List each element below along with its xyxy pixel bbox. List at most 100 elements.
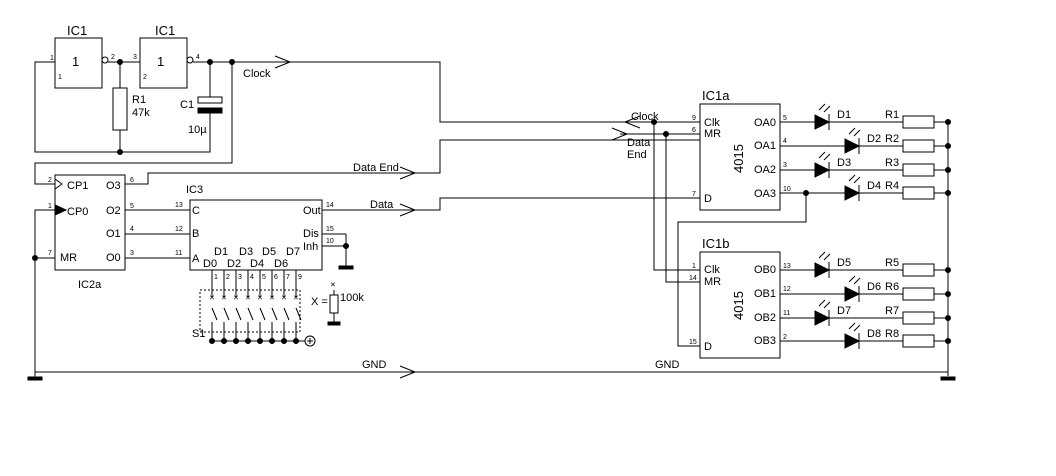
pin-num: 2 (111, 54, 115, 61)
pin-label: O1 (106, 228, 121, 240)
pin-label: OA3 (754, 188, 776, 200)
pin-num: 2 (783, 334, 787, 341)
input-label: D0 (203, 258, 217, 270)
pin-label: Out (303, 205, 321, 217)
resistor-icon (902, 163, 935, 177)
led-row: D7 R7 (780, 299, 951, 326)
pin-num: 1 (58, 74, 62, 81)
pin-num: 2 (143, 74, 147, 81)
pin-num: 13 (175, 202, 183, 209)
net-label-data: Data (370, 199, 394, 211)
pin-label: Clk (704, 117, 720, 129)
led-label: D8 (867, 328, 881, 340)
pin-label: O2 (106, 205, 121, 217)
pin-num: 4 (250, 274, 254, 281)
pin-label: Inh (303, 241, 318, 253)
pin-num: 13 (783, 263, 791, 270)
input-label: D3 (239, 246, 253, 258)
pin-num: 7 (692, 191, 696, 198)
ic3-name: IC3 (186, 184, 203, 196)
ic1-gate2-symbol: 1 (157, 54, 164, 69)
ic1a-shift-register: IC1a 4015 Clk MR D OA0 OA1 OA2 OA3 9 6 7… (692, 88, 791, 211)
ground-rail (27, 122, 956, 381)
pin-label: D (704, 193, 712, 205)
led-icon (844, 286, 861, 302)
resistor-icon (902, 334, 935, 348)
pin-num: 3 (133, 54, 137, 61)
pin-num: 12 (175, 226, 183, 233)
led-row: D3 R3 (780, 151, 951, 178)
pin-label: CP1 (67, 180, 88, 192)
pin-num: 2 (226, 274, 230, 281)
pin-num: 9 (692, 115, 696, 122)
led-row: D6 R6 (780, 275, 951, 302)
led-icon (814, 114, 831, 130)
capacitor-c1: C1 10µ (180, 96, 223, 136)
pin-num: 5 (130, 203, 134, 210)
pin-num: 5 (262, 274, 266, 281)
pin-num: 15 (689, 339, 697, 346)
x-mark-icon: ✕ (257, 295, 263, 302)
resistor-icon (902, 139, 935, 153)
pin-num: 10 (326, 238, 334, 245)
ic2a-name: IC2a (78, 279, 102, 291)
x-mark-icon: ✕ (233, 295, 239, 302)
led-icon (814, 162, 831, 178)
pin-num: 15 (326, 226, 334, 233)
x-label: X = (311, 296, 328, 308)
c1-value: 10µ (188, 124, 207, 136)
resistor-label: R7 (885, 305, 899, 317)
pin-label: C (192, 205, 200, 217)
pin-num: 1 (50, 55, 54, 62)
resistor-icon (902, 287, 935, 301)
pin-label: OA2 (754, 164, 776, 176)
net-label-end-2: End (627, 149, 647, 161)
x-mark-icon: ✕ (245, 295, 251, 302)
pin-label: Dis (303, 228, 319, 240)
pin-label: B (192, 228, 199, 240)
pin-label: MR (704, 276, 721, 288)
x-mark-icon: ✕ (293, 295, 299, 302)
ic1-gate1-symbol: 1 (72, 54, 79, 69)
pin-num: 1 (48, 203, 52, 210)
pin-label: OB3 (754, 335, 776, 347)
pin-num: 2 (48, 177, 52, 184)
pin-num: 4 (130, 226, 134, 233)
pin-label: MR (704, 128, 721, 140)
ic1-gate-1: IC1 1 1 1 2 (50, 23, 115, 89)
pin-num: 3 (130, 250, 134, 257)
dip-switch-s1: 1✕2✕3✕4✕5✕6✕7✕9✕ S1 X = ✕ 100k (192, 270, 364, 347)
pin-num: 4 (196, 54, 200, 61)
resistor-label: R3 (885, 157, 899, 169)
ic1b-name: IC1b (702, 236, 729, 251)
pin-label: O3 (106, 180, 121, 192)
led-icon (814, 310, 831, 326)
net-label-gnd-2: GND (655, 359, 680, 371)
pin-num: 4 (783, 138, 787, 145)
pin-label: Clk (704, 264, 720, 276)
led-label: D3 (837, 157, 851, 169)
ic1-gate2-title: IC1 (155, 23, 175, 38)
pin-num: 10 (783, 186, 791, 193)
pin-num: 9 (298, 274, 302, 281)
resistor-label: R6 (885, 281, 899, 293)
input-label: D4 (250, 258, 264, 270)
led-icon (844, 185, 861, 201)
pin-num: 3 (783, 162, 787, 169)
input-label: D6 (274, 258, 288, 270)
pin-num: 14 (326, 202, 334, 209)
ic1a-name: IC1a (702, 88, 730, 103)
led-label: D6 (867, 281, 881, 293)
pin-num: 6 (692, 127, 696, 134)
net-label-data-end: Data End (353, 162, 399, 174)
pin-num: 6 (274, 274, 278, 281)
pin-num: 7 (48, 250, 52, 257)
led-icon (844, 138, 861, 154)
s1-label: S1 (192, 328, 205, 340)
x-mark-icon: ✕ (330, 282, 336, 289)
led-label: D7 (837, 305, 851, 317)
input-label: D1 (214, 246, 228, 258)
